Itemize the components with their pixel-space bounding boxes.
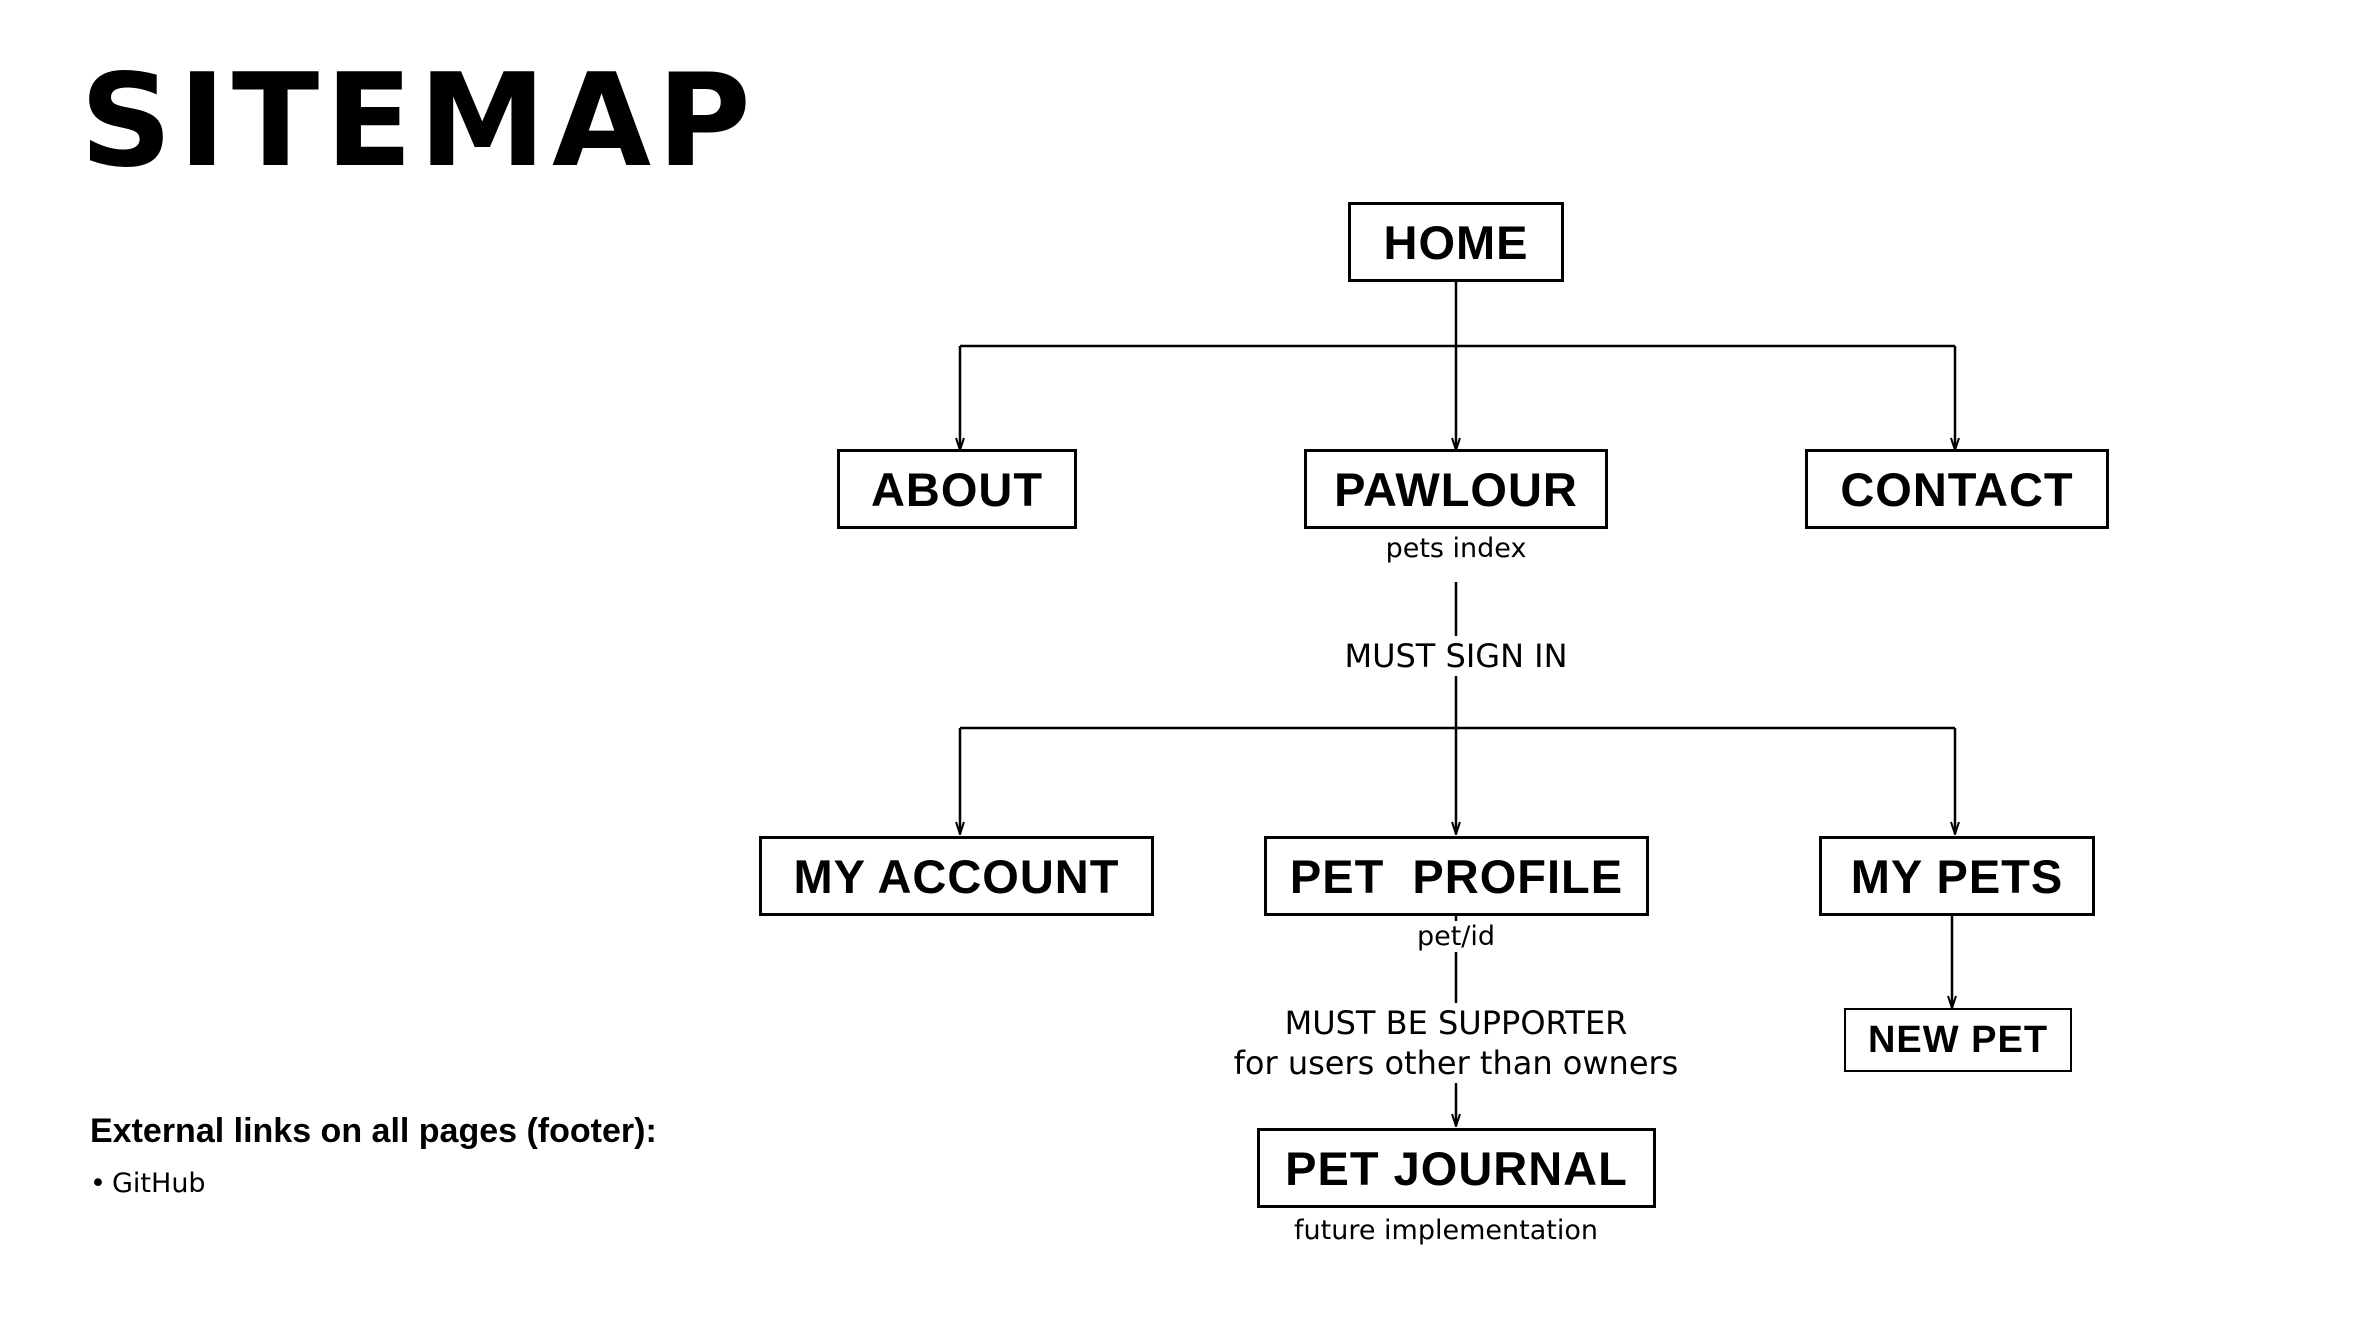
condition-supporter-line1: MUST BE SUPPORTER — [1284, 1004, 1628, 1042]
bullet-icon: • — [90, 1168, 106, 1199]
pet-profile-subtitle: pet/id — [1412, 921, 1500, 952]
list-item: •GitHub — [90, 1164, 206, 1204]
node-contact: CONTACT — [1805, 449, 2109, 529]
pawlour-subtitle: pets index — [1381, 533, 1531, 564]
node-home: HOME — [1348, 202, 1564, 282]
node-pet-profile: PET PROFILE — [1264, 836, 1649, 916]
node-my-pets: MY PETS — [1819, 836, 2095, 916]
condition-supporter-line2: for users other than owners — [1233, 1044, 1679, 1082]
node-new-pet: NEW PET — [1844, 1008, 2072, 1072]
node-my-account: MY ACCOUNT — [759, 836, 1154, 916]
page-title: SITEMAP — [80, 47, 757, 196]
footer-link-github: GitHub — [112, 1168, 206, 1199]
node-about: ABOUT — [837, 449, 1077, 529]
node-pawlour: PAWLOUR — [1304, 449, 1608, 529]
condition-supporter: MUST BE SUPPORTER for users other than o… — [1227, 1003, 1685, 1083]
node-pet-journal: PET JOURNAL — [1257, 1128, 1656, 1208]
condition-sign-in: MUST SIGN IN — [1338, 636, 1574, 676]
pet-journal-subtitle: future implementation — [1290, 1215, 1602, 1246]
footer-links-heading: External links on all pages (footer): — [90, 1112, 657, 1150]
footer-links-list: •GitHub — [90, 1164, 206, 1204]
